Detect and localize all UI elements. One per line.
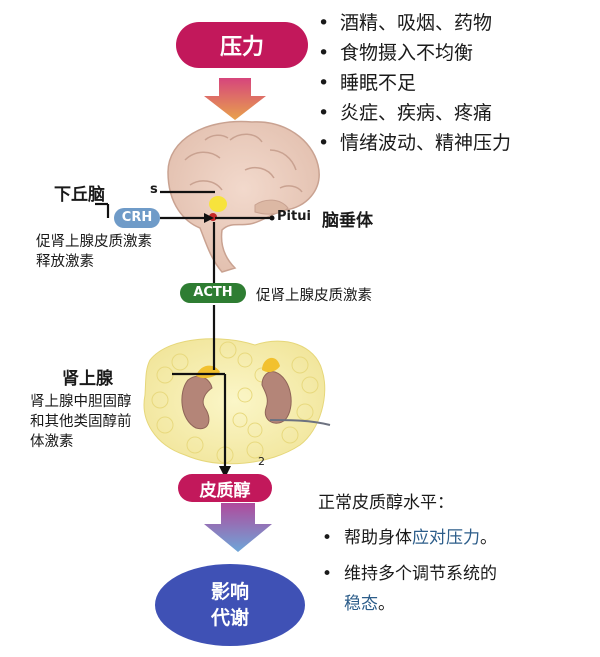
metabolism-node-line: 影响 <box>210 581 249 603</box>
metabolism-node: 影响 代谢 <box>155 564 305 646</box>
gradient-down-arrow-bottom <box>204 503 272 552</box>
effect-text: 帮助身体 <box>344 528 412 548</box>
effect-text: 维持多个调节系统的 <box>344 564 497 584</box>
adrenal-description: 肾上腺中胆固醇 和其他类固醇前 体激素 <box>30 392 132 452</box>
acth-description: 促肾上腺皮质激素 <box>256 288 372 304</box>
crh-pill: CRH <box>114 208 160 228</box>
effect-text: 。 <box>480 528 497 548</box>
pituitary-pointer-dot <box>269 215 275 221</box>
effects-title: 正常皮质醇水平： <box>318 493 454 513</box>
hypothalamus-label: 下丘脑 <box>54 185 105 205</box>
cortisol-node: 皮质醇 <box>178 474 272 502</box>
pituitary-label: 脑垂体 <box>322 211 373 231</box>
gradient-down-arrow-top <box>204 78 266 120</box>
flow-lines <box>95 190 272 468</box>
cortisol-arrowhead <box>219 466 231 478</box>
stress-node: 压力 <box>176 22 308 68</box>
stressor-item: 食物摄入不均衡 <box>318 38 511 68</box>
crh-description-line: 释放激素 <box>36 254 94 270</box>
stressor-item: 情绪波动、精神压力 <box>318 128 511 158</box>
effect-item: 帮助身体应对压力。 <box>318 523 588 553</box>
adrenal-description-line: 和其他类固醇前 <box>30 414 132 430</box>
stressor-item: 炎症、疾病、疼痛 <box>318 98 511 128</box>
crh-arrowhead <box>204 213 214 223</box>
crh-description: 促肾上腺皮质激素 释放激素 <box>36 232 152 272</box>
brain-icon <box>167 120 320 273</box>
acth-pill: ACTH <box>180 283 246 303</box>
cortisol-node-label: 皮质醇 <box>199 480 251 501</box>
stressor-list: 酒精、吸烟、药物 食物摄入不均衡 睡眠不足 炎症、疾病、疼痛 情绪波动、精神压力 <box>318 8 511 158</box>
metabolism-node-line: 代谢 <box>210 607 249 629</box>
pituitary-cut-text: Pitui <box>277 209 311 224</box>
adrenal-description-line: 体激素 <box>30 434 74 450</box>
adrenal-label: 肾上腺 <box>62 369 113 389</box>
crh-description-line: 促肾上腺皮质激素 <box>36 234 152 250</box>
adrenal-marker: 2 <box>258 455 265 468</box>
effect-text: 。 <box>378 594 395 614</box>
adrenal-gland-icon <box>143 338 331 465</box>
effect-highlight: 稳态 <box>344 594 378 614</box>
stressor-item: 睡眠不足 <box>318 68 511 98</box>
adrenal-description-line: 肾上腺中胆固醇 <box>30 394 132 410</box>
stressor-item: 酒精、吸烟、药物 <box>318 8 511 38</box>
stress-node-label: 压力 <box>219 35 264 60</box>
effect-highlight: 应对压力 <box>412 528 480 548</box>
hypothalamus-cut-glyph: s <box>150 182 158 197</box>
